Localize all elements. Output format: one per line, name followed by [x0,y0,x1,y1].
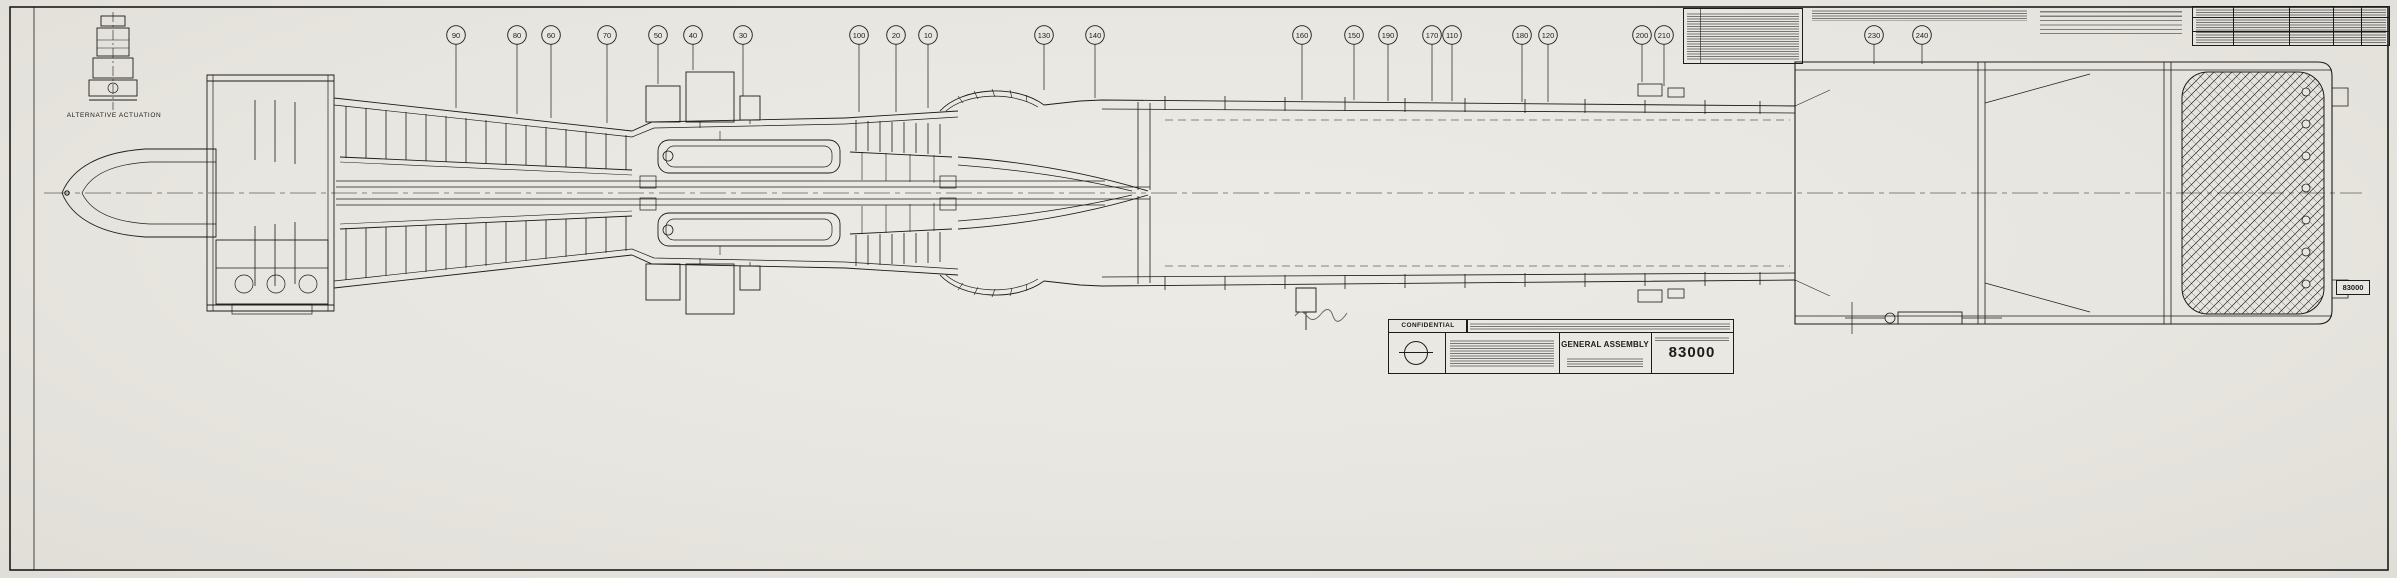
general-notes [1812,9,2027,21]
engine-lower-half [61,190,2349,325]
callout-number: 200 [1636,31,1649,40]
callout-number: 230 [1868,31,1881,40]
exhaust-fairing [939,88,1045,112]
parts-list [1683,8,1803,64]
engine-upper-half [61,61,2349,196]
callout-balloon [541,25,561,45]
callout-number: 210 [1658,31,1671,40]
pipe-mount-bracket [1295,287,1317,330]
detail-caption: ALTERNATIVE ACTUATION [66,112,162,119]
callout-number: 170 [1426,31,1439,40]
callout-balloon [1422,25,1442,45]
callout-balloon [1538,25,1558,45]
tail-cone [957,156,1149,192]
detail-view-alternative-actuation [88,12,138,110]
compressor-section [333,97,633,176]
callout-balloon [1654,25,1674,45]
callout-number: 190 [1382,31,1395,40]
callout-number: 120 [1542,31,1555,40]
callout-number: 130 [1038,31,1051,40]
revision-table [2192,6,2390,46]
company-name-block [1450,339,1554,367]
callout-number: 90 [452,31,460,40]
callout-balloon [886,25,906,45]
callout-number: 70 [603,31,611,40]
callout-balloon [849,25,869,45]
callout-number: 100 [853,31,866,40]
intake-casing [206,74,335,193]
callout-balloon [1864,25,1884,45]
callout-number: 30 [739,31,747,40]
callout-balloon [1292,25,1312,45]
callout-number: 10 [924,31,932,40]
title-block: GENERAL ASSEMBLY 83000 [1388,332,1734,374]
callout-balloon [446,25,466,45]
hatch-panel [2181,71,2325,315]
drawing-subtitle-block [1567,357,1643,367]
callout-balloon [507,25,527,45]
callout-balloon [918,25,938,45]
callout-balloon [1912,25,1932,45]
callout-number: 110 [1446,31,1458,40]
callout-balloon [648,25,668,45]
sheet-border [9,6,2389,571]
callout-balloon [1378,25,1398,45]
callout-balloon [1085,25,1105,45]
callout-balloon [597,25,617,45]
callout-balloon [1512,25,1532,45]
callout-balloon [1034,25,1054,45]
callout-number: 40 [689,31,697,40]
pencil-note [1294,309,1348,322]
callout-balloon [1442,25,1462,45]
turbine-section [844,110,959,183]
accessory-gearbox [215,239,329,315]
drawing-number: 83000 [1668,344,1716,361]
combustor-section [631,71,846,174]
callout-number: 60 [547,31,555,40]
callout-number: 160 [1296,31,1309,40]
company-logo [1399,341,1433,365]
callout-number: 150 [1348,31,1361,40]
callout-number: 180 [1516,31,1529,40]
callout-number: 240 [1916,31,1929,40]
drawing-title: GENERAL ASSEMBLY [1561,340,1649,349]
callout-balloon [1632,25,1652,45]
callout-number: 20 [892,31,900,40]
margin-drawing-number: 83000 [2336,280,2370,295]
callout-balloon [733,25,753,45]
silencer-box [1794,61,2349,193]
jet-pipe [1043,83,1796,190]
nozzle-actuator [1845,302,2002,334]
callout-number: 80 [513,31,521,40]
callout-layer: 90 80 60 70 50 40 30 100 20 10 130 140 160 150 190 170 1… [446,25,1932,123]
callout-balloon [683,25,703,45]
nose-bullet [61,148,217,196]
callout-number: 140 [1089,31,1102,40]
callout-number: 50 [654,31,662,40]
shaft-lines [336,175,1150,189]
approval-block [2040,8,2182,34]
number-cell-notes [1655,336,1729,342]
callout-balloon [1344,25,1364,45]
